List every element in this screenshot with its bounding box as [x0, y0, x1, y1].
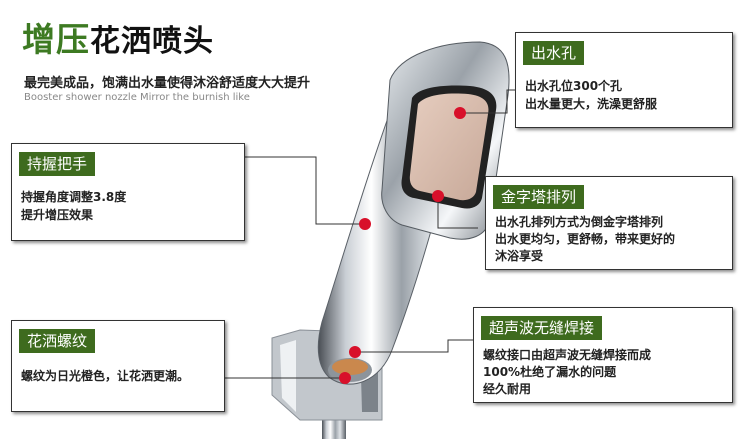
callout-thread-title: 花洒螺纹 [19, 329, 96, 353]
page-title: 增压花洒喷头 [22, 20, 214, 62]
markers [339, 107, 466, 384]
title-accent: 增压 [22, 20, 90, 59]
marker-thread [339, 372, 351, 384]
callout-grip: 持握把手 持握角度调整3.8度 提升增压效果 [11, 143, 245, 241]
leader-lines [225, 89, 515, 379]
marker-grip [359, 218, 371, 230]
thread-ring [332, 359, 368, 375]
callout-thread-line: 螺纹为日光橙色，让花洒更潮。 [21, 369, 190, 383]
callout-pyramid-line: 出水孔排列方式为倒金字塔排列 [495, 215, 664, 229]
callout-weld-line: 100%杜绝了漏水的问题 [483, 365, 617, 379]
spray-face [409, 93, 489, 201]
callout-pyramid-title: 金字塔排列 [493, 185, 585, 209]
callout-weld-title: 超声波无缝焊接 [481, 316, 603, 340]
callout-weld: 超声波无缝焊接 螺纹接口由超声波无缝焊接而成 100%杜绝了漏水的问题 经久耐用 [473, 307, 733, 403]
callout-outlet-line: 出水量更大，洗澡更舒服 [525, 97, 658, 111]
callout-pyramid-line: 沐浴享受 [495, 249, 544, 263]
callout-grip-line: 持握角度调整3.8度 [21, 190, 127, 204]
marker-pyramid [432, 190, 444, 202]
callout-outlet-title: 出水孔 [523, 41, 585, 65]
callout-grip-line: 提升增压效果 [21, 208, 94, 222]
title-rest: 花洒喷头 [90, 24, 214, 59]
subtitle-en: Booster shower nozzle Mirror the burnish… [24, 92, 250, 103]
callout-outlet: 出水孔 出水孔位300个孔 出水量更大，洗澡更舒服 [515, 32, 733, 128]
callout-thread: 花洒螺纹 螺纹为日光橙色，让花洒更潮。 [11, 320, 225, 412]
callout-grip-title: 持握把手 [19, 152, 96, 176]
subtitle: 最完美成品，饱满出水量使得沐浴舒适度大大提升 [24, 76, 311, 91]
marker-weld [349, 346, 361, 358]
marker-outlet [454, 107, 466, 119]
callout-outlet-line: 出水孔位300个孔 [525, 79, 623, 93]
callout-pyramid-line: 出水更均匀，更舒畅，带来更好的 [495, 232, 676, 246]
callout-pyramid: 金字塔排列 出水孔排列方式为倒金字塔排列 出水更均匀，更舒畅，带来更好的 沐浴享… [485, 176, 733, 270]
callout-weld-line: 螺纹接口由超声波无缝焊接而成 [483, 348, 652, 362]
callout-weld-line: 经久耐用 [483, 382, 532, 396]
